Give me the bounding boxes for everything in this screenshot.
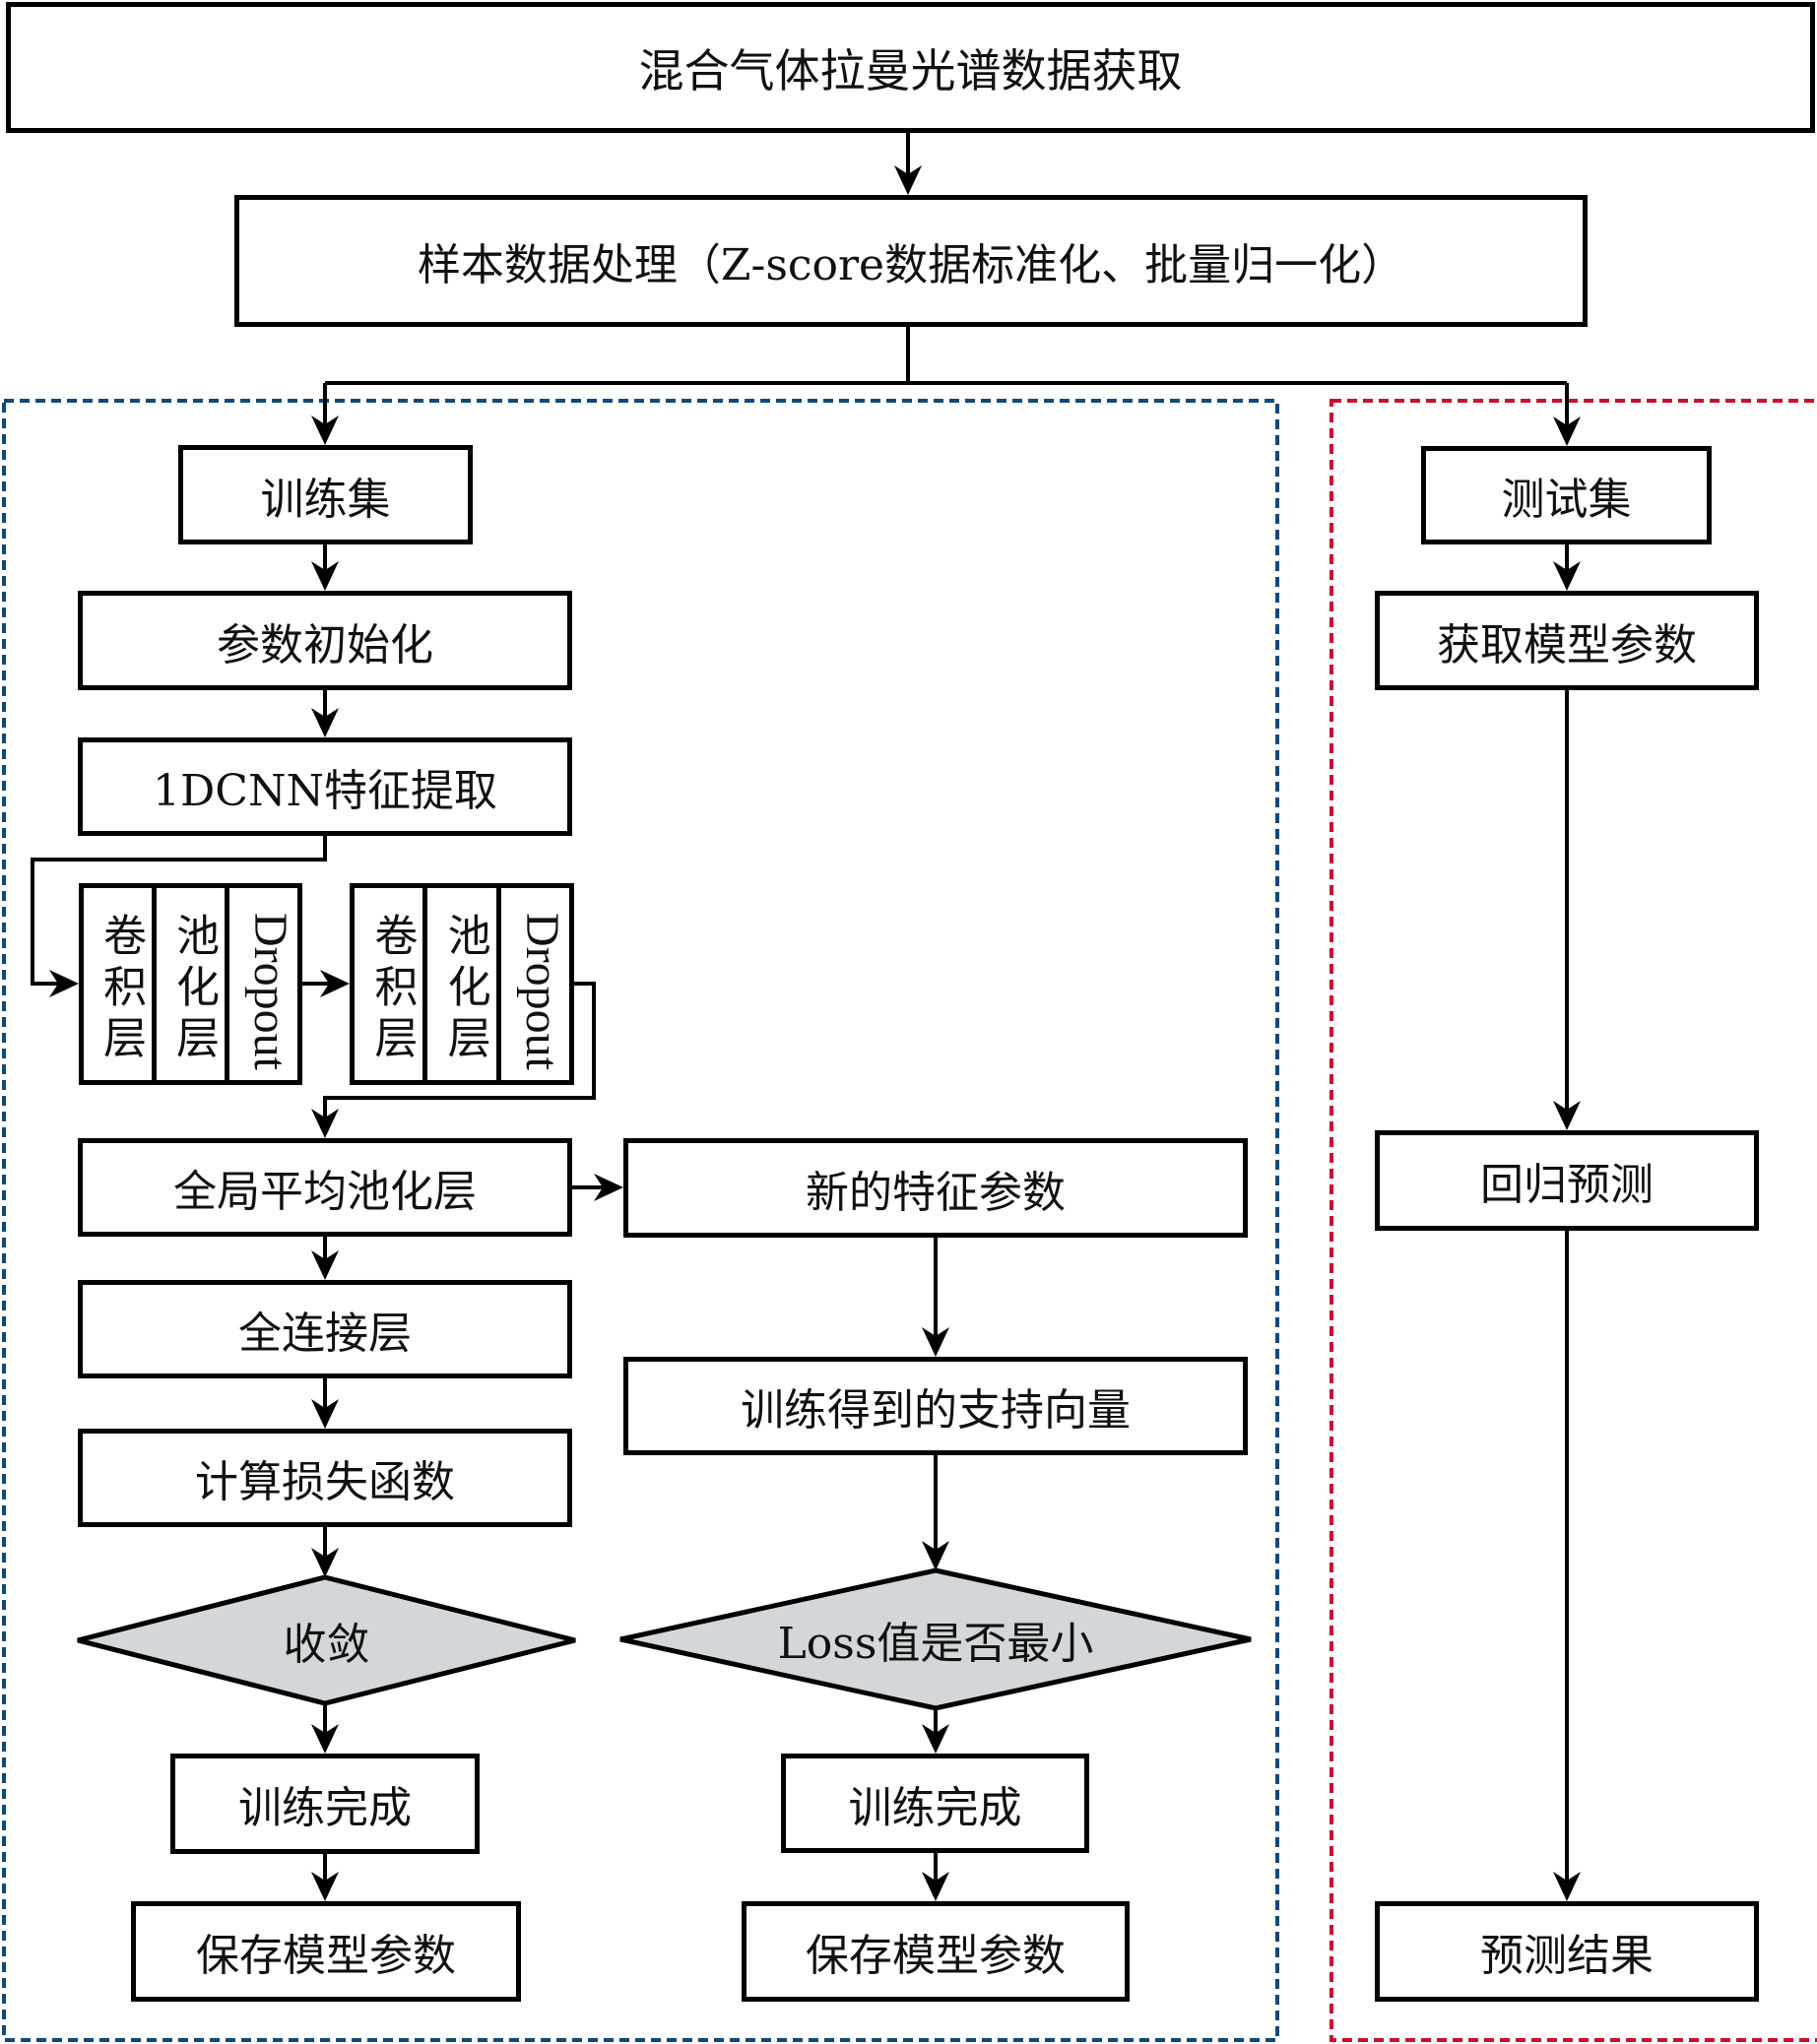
- arrowhead-icon: [1553, 416, 1581, 446]
- training-done-right-box: 训练完成: [781, 1754, 1089, 1853]
- new-features-box: 新的特征参数: [623, 1138, 1248, 1238]
- arrowhead-icon: [922, 1872, 949, 1901]
- arrowhead-icon: [311, 561, 339, 591]
- arrowhead-icon: [311, 1872, 339, 1901]
- feature-extraction-box: 1DCNN特征提取: [78, 737, 572, 836]
- training-done-left-box: 训练完成: [170, 1754, 480, 1854]
- arrowhead-icon: [320, 970, 350, 997]
- arrowhead-icon: [894, 165, 922, 195]
- conv-layer: 卷积层: [355, 888, 428, 1080]
- edge-extract-group1: [31, 836, 327, 986]
- arrowhead-icon: [311, 1399, 339, 1429]
- arrowhead-icon: [49, 970, 79, 997]
- arrowhead-icon: [311, 1109, 339, 1138]
- param-init-box: 参数初始化: [78, 591, 572, 690]
- converge-decision-shape: [77, 1574, 576, 1706]
- arrowhead-icon: [311, 1250, 339, 1280]
- arrowhead-icon: [922, 1327, 949, 1357]
- training-region-frame: [2, 399, 1279, 2042]
- global-avg-pool-box: 全局平均池化层: [78, 1138, 572, 1237]
- arrowhead-icon: [311, 1724, 339, 1754]
- fully-connected-box: 全连接层: [78, 1280, 572, 1378]
- prediction-result-box: 预测结果: [1375, 1901, 1759, 2002]
- edge-group2-gap: [323, 982, 596, 1132]
- regression-predict-box: 回归预测: [1375, 1130, 1759, 1231]
- save-params-right-box: 保存模型参数: [742, 1901, 1130, 2002]
- converge-decision-label: 收敛: [283, 1620, 370, 1670]
- arrowhead-icon: [1553, 561, 1581, 591]
- arrowhead-icon: [594, 1174, 623, 1201]
- loss-min-decision-label: Loss值是否最小: [777, 1619, 1094, 1669]
- train-set-box: 训练集: [178, 445, 473, 544]
- arrowhead-icon: [922, 1724, 949, 1754]
- save-params-left-box: 保存模型参数: [131, 1901, 521, 2002]
- load-params-box: 获取模型参数: [1375, 591, 1759, 690]
- pool-layer: 池化层: [157, 888, 229, 1080]
- loss-calculation-box: 计算损失函数: [78, 1429, 572, 1527]
- cnn-layer-group-1: 卷积层 池化层 Dropout: [79, 883, 302, 1085]
- conv-layer: 卷积层: [84, 888, 157, 1080]
- arrowhead-icon: [1553, 1101, 1581, 1130]
- pool-layer: 池化层: [427, 888, 501, 1080]
- dropout-layer: Dropout: [244, 912, 296, 1070]
- cnn-layer-group-2: 卷积层 池化层 Dropout: [350, 883, 574, 1085]
- arrowhead-icon: [311, 415, 339, 445]
- data-acquisition-box: 混合气体拉曼光谱数据获取: [6, 2, 1815, 133]
- loss-min-decision-shape: [619, 1567, 1252, 1711]
- testing-region-frame: [1330, 399, 1817, 2042]
- test-set-box: 测试集: [1421, 446, 1712, 544]
- arrowhead-icon: [311, 1548, 339, 1577]
- support-vectors-box: 训练得到的支持向量: [623, 1357, 1248, 1455]
- arrowhead-icon: [1553, 1872, 1581, 1901]
- arrowhead-icon: [311, 708, 339, 737]
- preprocessing-box: 样本数据处理（Z-score数据标准化、批量归一化）: [234, 195, 1588, 327]
- dropout-layer: Dropout: [515, 912, 568, 1070]
- arrowhead-icon: [922, 1541, 949, 1570]
